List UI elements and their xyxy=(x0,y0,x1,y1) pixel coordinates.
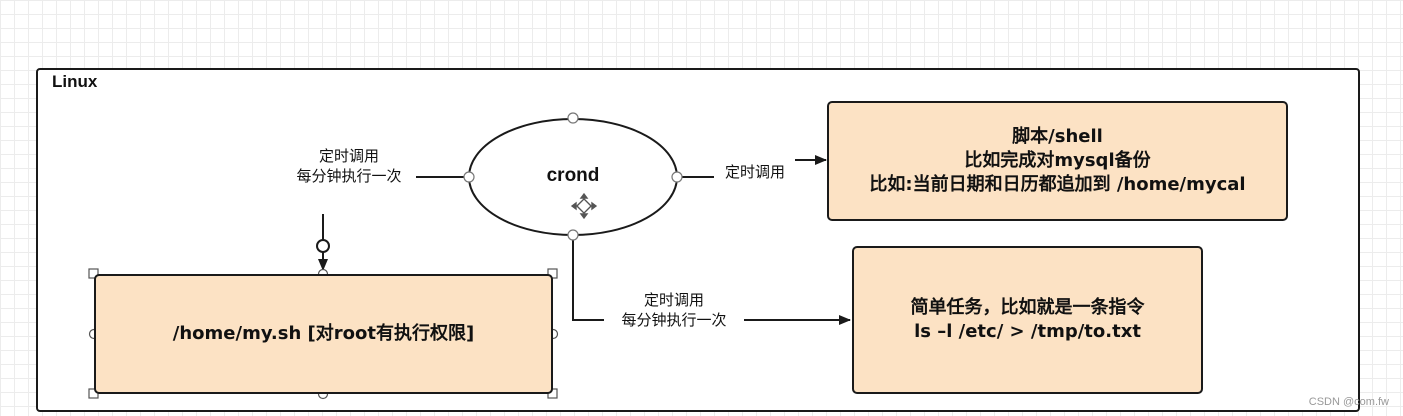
move-icon xyxy=(570,192,598,220)
task-line-2: ls –l /etc/ > /tmp/to.txt xyxy=(914,321,1141,342)
edge-label-right: 定时调用 xyxy=(714,162,796,182)
edge-label-left: 定时调用 每分钟执行一次 xyxy=(282,146,416,186)
task-line-1: 简单任务，比如就是一条指令 xyxy=(910,297,1145,318)
mysh-box: /home/my.sh [对root有执行权限] xyxy=(94,274,553,394)
ellipse-handle-bottom xyxy=(567,229,579,241)
script-line-1: 脚本/shell xyxy=(1012,126,1103,147)
crond-label: crond xyxy=(546,165,600,186)
ellipse-handle-right xyxy=(671,171,683,183)
edge-label-left-line-2: 每分钟执行一次 xyxy=(296,167,402,185)
task-box: 简单任务，比如就是一条指令 ls –l /etc/ > /tmp/to.txt xyxy=(852,246,1203,394)
edge-label-bottom-line-2: 每分钟执行一次 xyxy=(621,311,727,329)
ellipse-handle-top xyxy=(567,112,579,124)
edge-label-bottom: 定时调用 每分钟执行一次 xyxy=(604,290,744,330)
edge-label-bottom-line-1: 定时调用 xyxy=(643,291,704,309)
script-box: 脚本/shell 比如完成对mysql备份 比如:当前日期和日历都追加到 /ho… xyxy=(827,101,1288,221)
edge-label-left-line-1: 定时调用 xyxy=(318,147,379,165)
frame-title: Linux xyxy=(52,72,98,91)
script-line-3: 比如:当前日期和日历都追加到 /home/mycal xyxy=(869,174,1246,195)
mysh-label: /home/my.sh [对root有执行权限] xyxy=(172,323,475,344)
watermark: CSDN @com.fw xyxy=(1308,396,1389,408)
ellipse-handle-left xyxy=(463,171,475,183)
script-line-2: 比如完成对mysql备份 xyxy=(964,150,1151,171)
connector-down-handle xyxy=(316,239,330,253)
connector-bottom xyxy=(572,236,851,325)
